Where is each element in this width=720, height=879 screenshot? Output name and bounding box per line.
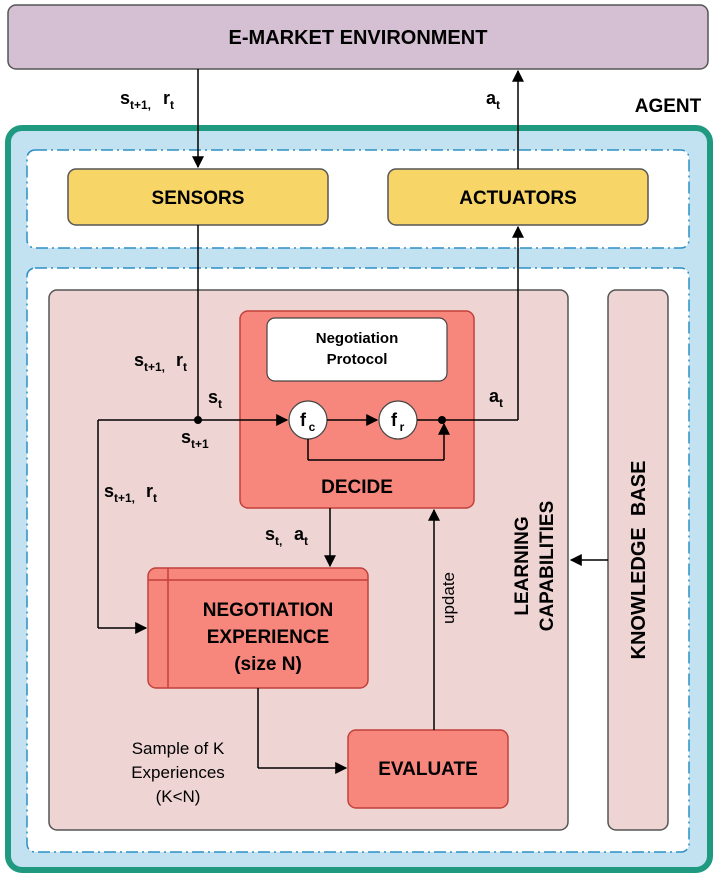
- evaluate-box: EVALUATE: [347, 729, 509, 809]
- svg-text:t+1,: t+1,: [114, 491, 135, 505]
- sensors-label: SENSORS: [152, 188, 245, 209]
- update-label: update: [439, 572, 458, 624]
- connectors: [97, 69, 608, 774]
- svg-text:s: s: [181, 427, 191, 447]
- svg-text:s: s: [265, 524, 275, 544]
- knowledge-base-label: KNOWLEDGE BASE: [628, 461, 650, 660]
- svg-text:s: s: [208, 387, 218, 407]
- svg-text:t: t: [183, 360, 187, 374]
- junction-dot: [194, 416, 202, 424]
- sample-line2: Experiences: [131, 763, 225, 782]
- actuators-label: ACTUATORS: [459, 188, 577, 209]
- svg-text:a: a: [489, 386, 500, 406]
- svg-text:t: t: [304, 534, 308, 548]
- svg-text:t: t: [218, 397, 222, 411]
- sample-line1: Sample of K: [132, 739, 225, 758]
- svg-text:a: a: [486, 88, 497, 108]
- environment-title: E-MARKET ENVIRONMENT: [229, 27, 488, 49]
- svg-text:t: t: [170, 98, 174, 112]
- negotiation-protocol-box: Negotiation Protocol: [266, 317, 448, 382]
- label-at-top: a t: [486, 88, 500, 112]
- svg-text:t: t: [499, 396, 503, 410]
- svg-text:t+1,: t+1,: [130, 98, 151, 112]
- negotiation-experience-box: NEGOTIATION EXPERIENCE (size N): [147, 567, 369, 689]
- svg-text:r: r: [400, 420, 405, 434]
- experience-line1: NEGOTIATION: [203, 600, 334, 621]
- svg-text:t+1: t+1: [191, 437, 209, 451]
- label-st1-rt-mid: s t+1, r t: [134, 350, 187, 374]
- svg-text:s: s: [104, 481, 114, 501]
- label-st1: s t+1: [181, 427, 209, 451]
- svg-text:c: c: [309, 420, 316, 434]
- svg-text:r: r: [176, 350, 183, 370]
- protocol-line2: Protocol: [327, 351, 388, 368]
- svg-text:s: s: [120, 88, 130, 108]
- fc-node: f c: [288, 400, 328, 440]
- actuators-box: ACTUATORS: [387, 168, 649, 226]
- evaluate-label: EVALUATE: [378, 759, 478, 780]
- fr-node: f r: [378, 400, 418, 440]
- agent-label: AGENT: [635, 96, 702, 117]
- sample-line3: (K<N): [156, 787, 201, 806]
- svg-text:r: r: [163, 88, 170, 108]
- label-st1-rt-top: s t+1, r t: [120, 88, 174, 112]
- e-market-environment: E-MARKET ENVIRONMENT: [7, 4, 709, 70]
- label-st1-rt-left: s t+1, r t: [104, 481, 157, 505]
- sensors-box: SENSORS: [67, 168, 329, 226]
- svg-text:t: t: [496, 98, 500, 112]
- svg-text:a: a: [294, 524, 305, 544]
- svg-text:s: s: [134, 350, 144, 370]
- experience-line2: EXPERIENCE: [207, 627, 329, 648]
- label-st-at: s t, a t: [265, 524, 308, 548]
- protocol-line1: Negotiation: [316, 330, 399, 347]
- svg-text:f: f: [300, 410, 307, 430]
- svg-text:t: t: [153, 491, 157, 505]
- label-at-mid: a t: [489, 386, 503, 410]
- learning-label-line1: LEARNING: [512, 516, 533, 615]
- experience-line3: (size N): [234, 654, 302, 675]
- learning-label-line2: CAPABILITIES: [537, 501, 558, 632]
- decide-label: DECIDE: [321, 477, 393, 498]
- svg-text:t,: t,: [275, 534, 282, 548]
- label-st: s t: [208, 387, 222, 411]
- junction-dot: [438, 416, 446, 424]
- svg-text:f: f: [391, 410, 398, 430]
- svg-text:r: r: [146, 481, 153, 501]
- svg-text:t+1,: t+1,: [144, 360, 165, 374]
